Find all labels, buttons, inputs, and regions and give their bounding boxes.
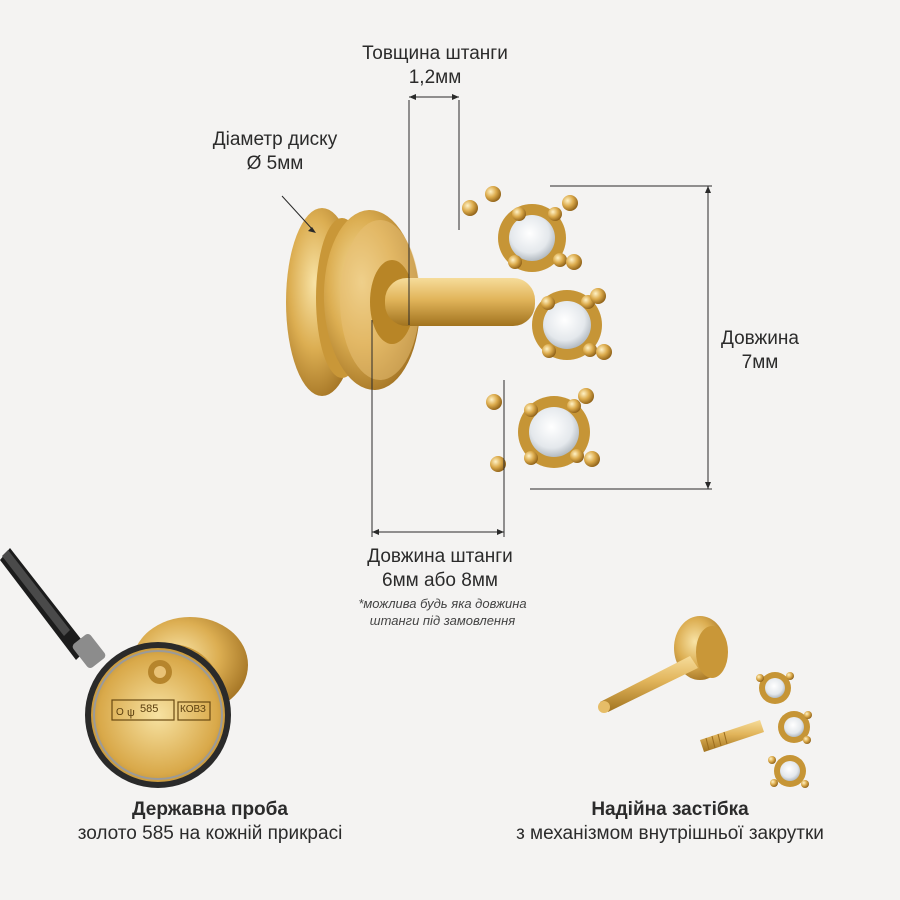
bar-thickness-value: 1,2мм xyxy=(408,67,462,88)
stone-setting-bottom xyxy=(486,388,600,472)
hallmark-stamp-text: 585 xyxy=(140,703,159,715)
clasp-caption: Надійна застібка з механізмом внутрішньо… xyxy=(460,798,880,846)
clasp-caption-text: з механізмом внутрішньої закрутки xyxy=(516,823,824,844)
maker-mark-text: КОВЗ xyxy=(180,704,206,715)
bar-thickness-title: Товщина штанги xyxy=(362,43,508,64)
length-title: Довжина xyxy=(721,328,799,349)
main-earring xyxy=(286,186,612,472)
clasp-caption-title: Надійна застібка xyxy=(591,799,749,820)
arrow-heads xyxy=(308,94,711,535)
bar-length-note-line1: *можлива будь яка довжина xyxy=(358,596,527,611)
lens xyxy=(88,645,228,785)
length-value: 7мм xyxy=(741,352,779,373)
bar-length-note-line2: штанги під замовлення xyxy=(369,613,516,628)
svg-text:О: О xyxy=(116,707,124,718)
magnifier: О ψ xyxy=(0,548,248,788)
stone-setting-top xyxy=(462,186,582,272)
bar-thickness-label: Товщина штанги 1,2мм xyxy=(330,42,540,90)
bar-length-value: 6мм або 8мм xyxy=(382,570,498,591)
length-label: Довжина 7мм xyxy=(705,327,815,375)
bar-length-label: Довжина штанги 6мм або 8мм xyxy=(320,545,560,593)
bar xyxy=(385,278,535,326)
clasp-illustration xyxy=(598,616,812,788)
disc-diameter-title: Діаметр диску xyxy=(212,129,338,150)
hallmark-caption-title: Державна проба xyxy=(132,799,288,820)
hallmark-caption: Державна проба золото 585 на кожній прик… xyxy=(20,798,400,846)
bar-length-note: *можлива будь яка довжина штанги під зам… xyxy=(300,595,585,629)
disc-diameter-value: Ø 5мм xyxy=(246,153,304,174)
disc-diameter-label: Діаметр диску Ø 5мм xyxy=(185,128,365,176)
hallmark-caption-text: золото 585 на кожній прикрасі xyxy=(77,823,343,844)
dimension-lines xyxy=(281,96,712,537)
bar-length-title: Довжина штанги xyxy=(367,546,513,567)
svg-text:ψ: ψ xyxy=(127,707,135,719)
stone-setting-middle xyxy=(532,288,612,360)
